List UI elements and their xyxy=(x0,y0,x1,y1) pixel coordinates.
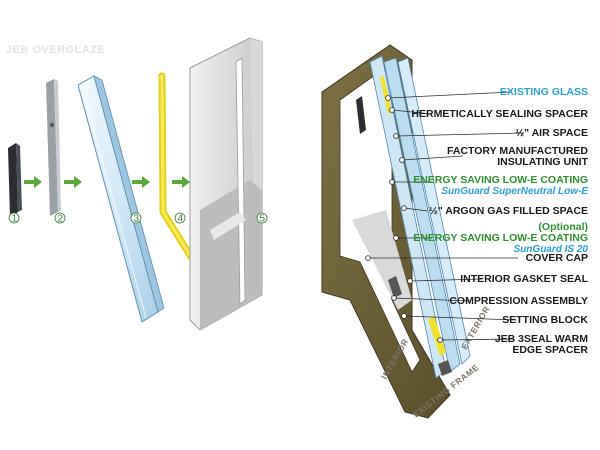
callout-product: SunGuard IS 20 xyxy=(513,244,588,255)
callout-product: SunGuard SuperNeutral Low-E xyxy=(441,186,588,197)
arrow-icon xyxy=(24,176,42,188)
callout-line: (Optional) xyxy=(538,221,588,233)
arrow-icon xyxy=(64,176,82,188)
callout-setting-block: SETTING BLOCK xyxy=(502,314,588,326)
watermark: JEB OVERGLAZE xyxy=(6,44,106,56)
step-number: 5 xyxy=(260,214,266,225)
callout-cover-cap: COVER CAP xyxy=(525,252,588,264)
callout-air-space: ½" AIR SPACE xyxy=(515,127,588,139)
frame-part xyxy=(189,37,263,331)
callout-line: ENERGY SAVING LOW-E COATING xyxy=(413,174,588,186)
step-numbers: 1 2 3 4 5 xyxy=(8,212,268,225)
arrow-icon xyxy=(132,176,150,188)
step-arrows xyxy=(24,176,190,188)
glass-unit-part xyxy=(77,75,165,323)
step-number: 3 xyxy=(134,214,140,225)
step-number: 4 xyxy=(178,214,184,225)
callout-line: ENERGY SAVING LOW-E COATING xyxy=(413,232,588,244)
callout-gasket-seal: INTERIOR GASKET SEAL xyxy=(460,273,588,285)
leader-lines xyxy=(365,91,525,343)
callout-compression-assembly: COMPRESSION ASSEMBLY xyxy=(449,295,588,307)
callout-line: EDGE SPACER xyxy=(512,344,588,356)
callout-existing-glass: EXISTING GLASS xyxy=(499,86,588,98)
step-number: 2 xyxy=(58,214,64,225)
callout-warm-edge-spacer: JEB 3SEAL WARM EDGE SPACER xyxy=(495,334,588,356)
callout-line: INSULATING UNIT xyxy=(497,156,588,168)
callout-insulating-unit: FACTORY MANUFACTURED INSULATING UNIT xyxy=(447,146,588,168)
gasket-part xyxy=(46,79,61,216)
arrow-icon xyxy=(172,176,190,188)
callout-argon-space: ½" ARGON GAS FILLED SPACE xyxy=(429,205,588,217)
callout-line: JEB 3SEAL WARM xyxy=(494,333,588,345)
callout-line: FACTORY MANUFACTURED xyxy=(447,145,588,157)
step-number: 1 xyxy=(12,214,18,225)
cover-cap-part xyxy=(8,143,22,217)
callout-low-e-coating: ENERGY SAVING LOW-E COATING SunGuard Sup… xyxy=(413,174,588,198)
callout-sealing-spacer: HERMETICALLY SEALING SPACER xyxy=(411,108,588,120)
callout-optional-coating: (Optional) ENERGY SAVING LOW-E COATING S… xyxy=(413,221,588,256)
